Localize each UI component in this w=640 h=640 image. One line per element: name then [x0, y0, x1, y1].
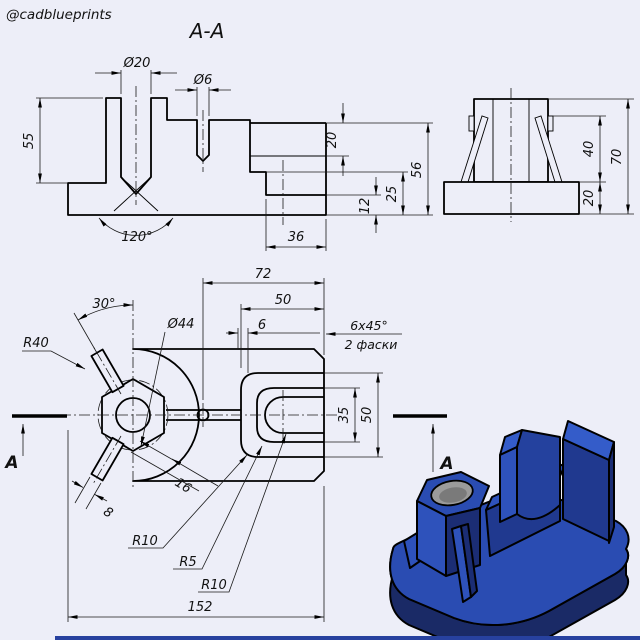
dim-d44-label: Ø44 — [167, 317, 195, 332]
dim-angle-120-label: 120° — [121, 230, 152, 245]
dim-12-label: 12 — [358, 198, 373, 215]
dim-30-ext — [73, 312, 98, 354]
dim-35-label: 35 — [337, 407, 352, 424]
dim-r10b-label: R10 — [201, 578, 227, 593]
dim-r40-label: R40 — [23, 336, 49, 351]
iso-fork-pocket — [516, 429, 561, 520]
dim-40-label: 40 — [582, 141, 597, 158]
dim-d6-label: Ø6 — [193, 73, 213, 88]
section-view: 120° Ø20 Ø6 55 20 25 12 56 — [22, 56, 433, 251]
dim-r10a-label: R10 — [132, 534, 158, 549]
dim-36-ext — [265, 199, 327, 251]
iso-front-rib-side — [460, 523, 478, 598]
dim-20-ext — [326, 122, 433, 157]
dim-6-label: 6 — [258, 318, 266, 333]
dim-6-ext — [237, 328, 249, 373]
iso-view — [389, 420, 630, 640]
dim-20b-label: 20 — [582, 190, 597, 207]
section-centerlines — [135, 86, 284, 225]
dim-25-ext — [266, 171, 433, 216]
dim-55-label: 55 — [22, 133, 37, 150]
dim-56-label: 56 — [410, 162, 425, 179]
plan-view: 30° Ø44 R40 72 50 6 6x45° 2 фаски 35 50 — [3, 267, 454, 622]
dim-50r-label: 50 — [360, 407, 375, 424]
dim-72-ext — [202, 278, 325, 400]
leader-r10a — [128, 454, 248, 549]
dim-30-arc — [77, 303, 134, 321]
dim-16-a1 — [139, 440, 176, 462]
watermark: @cadblueprints — [6, 7, 112, 23]
front-column-inner-edges — [492, 99, 530, 182]
leader-r40 — [22, 350, 86, 370]
leader-r5 — [173, 445, 263, 570]
bottom-blue-strip — [55, 636, 640, 640]
dim-72-label: 72 — [255, 267, 272, 282]
iso-fork-right-side — [608, 441, 615, 544]
dim-50-label: 50 — [275, 293, 292, 308]
dim-d20-label: Ø20 — [123, 56, 151, 71]
dim-r5-label: R5 — [179, 555, 196, 570]
front-base — [443, 181, 580, 215]
front-view: 40 20 70 — [443, 88, 634, 222]
dim-arc-120 — [98, 217, 174, 236]
section-label-left: A — [3, 453, 18, 473]
chamfer-label: 6x45° — [350, 318, 388, 333]
cone-extension-lines — [113, 176, 159, 212]
section-cut-body — [67, 97, 327, 216]
dim-16-a2 — [171, 458, 219, 487]
dim-55-ext — [36, 97, 103, 184]
dim-20-label: 20 — [325, 132, 340, 149]
front-rib-notch-right — [547, 115, 554, 132]
dim-right-ext — [324, 372, 383, 458]
dim-152-ext — [67, 430, 325, 622]
section-label-right: A — [438, 454, 453, 474]
plan-centerlines — [60, 300, 340, 488]
dim-8-a2 — [94, 494, 108, 502]
dim-36-label: 36 — [288, 230, 305, 245]
iso-fork-left-face — [499, 446, 518, 523]
dim-152-label: 152 — [188, 600, 213, 615]
dim-25-label: 25 — [385, 186, 400, 203]
plan-outline — [132, 348, 325, 482]
dim-16-ext — [130, 451, 200, 492]
dim-8-a1 — [71, 480, 84, 488]
dim-8-label: 8 — [100, 504, 115, 521]
front-rib-notch-left — [468, 115, 475, 132]
front-ext-lines — [548, 98, 634, 215]
iso-hex-hole-shade — [439, 487, 467, 503]
dim-16-label: 16 — [172, 475, 194, 496]
leader-d44 — [140, 331, 166, 447]
leader-r10b — [198, 433, 287, 593]
dim-8-ext — [74, 476, 102, 510]
chamfer-note-label: 2 фаски — [345, 337, 398, 352]
dim-30-label: 30° — [92, 297, 115, 312]
section-visible-edges — [250, 122, 327, 195]
section-title: A-A — [188, 19, 225, 43]
dim-70-label: 70 — [610, 149, 625, 166]
